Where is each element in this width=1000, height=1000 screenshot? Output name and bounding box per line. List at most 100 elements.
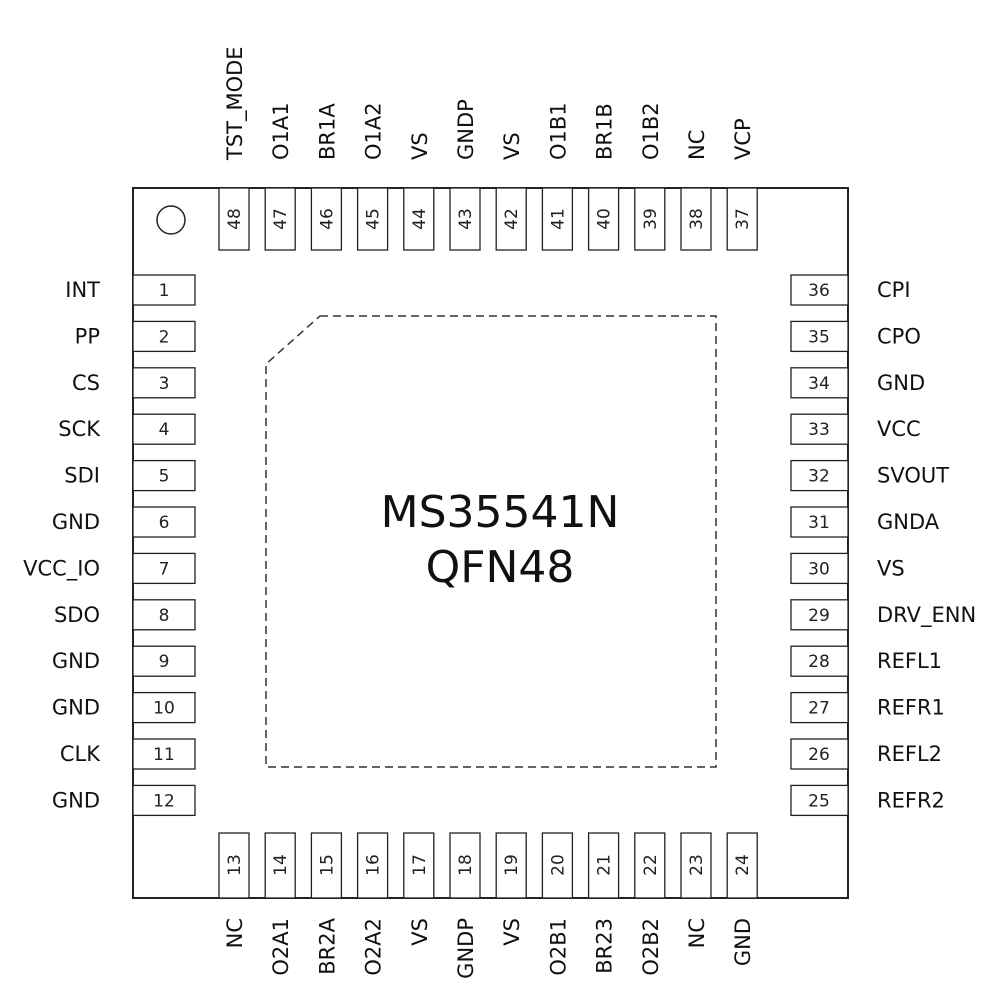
pad-5: [132, 459, 196, 492]
pin-name-1: INT: [65, 278, 100, 302]
pad-28: [790, 645, 849, 677]
pin-name-46: BR1A: [315, 103, 339, 160]
pin-name-39: O1B2: [639, 102, 663, 160]
pins-layer: 1INT2PP3CS4SCK5SDI6GND7VCC_IO8SDO9GND10G…: [23, 46, 976, 978]
pad-number-2: 2: [159, 327, 170, 347]
pad-number-23: 23: [687, 854, 707, 876]
pad-35: [790, 320, 849, 353]
pad-11: [132, 738, 196, 770]
pad-number-13: 13: [225, 854, 245, 876]
pad-number-26: 26: [808, 745, 830, 765]
pad-43: [449, 187, 481, 251]
pin-name-45: O1A2: [362, 102, 386, 160]
pad-number-8: 8: [159, 606, 170, 626]
pin-name-8: SDO: [54, 603, 100, 627]
pad-number-31: 31: [808, 513, 830, 533]
pad-40: [587, 187, 620, 251]
pin-name-24: GND: [731, 918, 755, 966]
pin-name-48: TST_MODE: [223, 46, 248, 161]
pin-name-33: VCC: [877, 417, 921, 441]
pin-name-19: VS: [500, 918, 524, 946]
pad-number-37: 37: [733, 208, 753, 230]
pin-name-44: VS: [408, 132, 432, 160]
pin-name-37: VCP: [731, 118, 755, 160]
pad-10: [132, 691, 196, 724]
pad-number-32: 32: [808, 467, 830, 487]
pad-46: [310, 187, 343, 251]
pad-7: [132, 552, 196, 585]
pad-number-39: 39: [641, 208, 661, 230]
pin-name-20: O2B1: [546, 918, 570, 976]
pad-number-21: 21: [595, 854, 615, 876]
pin-name-22: O2B2: [639, 918, 663, 976]
pad-number-10: 10: [153, 699, 175, 719]
pad-13: [218, 832, 250, 899]
pin-name-14: O2A1: [269, 918, 293, 976]
pad-number-17: 17: [410, 854, 430, 876]
pad-37: [726, 187, 758, 251]
pad-number-1: 1: [159, 281, 170, 301]
pad-number-28: 28: [808, 652, 830, 672]
pad-9: [132, 645, 196, 677]
pin-name-7: VCC_IO: [23, 556, 100, 581]
pad-number-41: 41: [548, 208, 568, 230]
pad-8: [132, 599, 196, 631]
pad-number-34: 34: [808, 374, 830, 394]
pad-number-5: 5: [159, 467, 170, 487]
pin-name-18: GNDP: [454, 918, 478, 979]
pin-name-42: VS: [500, 132, 524, 160]
pin-name-12: GND: [52, 788, 100, 812]
pin-name-3: CS: [72, 371, 100, 395]
pad-31: [790, 506, 849, 538]
pin-name-32: SVOUT: [877, 464, 949, 488]
pin-name-4: SCK: [58, 417, 101, 441]
pad-14: [264, 832, 296, 899]
pad-24: [726, 832, 758, 899]
pad-number-3: 3: [159, 374, 170, 394]
chip-package-name: QFN48: [426, 542, 575, 593]
pad-18: [449, 832, 481, 899]
pin-name-36: CPI: [877, 278, 911, 302]
chip-part-number: MS35541N: [381, 487, 620, 538]
pad-32: [790, 459, 849, 492]
pad-number-42: 42: [502, 208, 522, 230]
pad-23: [680, 832, 712, 899]
pad-number-48: 48: [225, 208, 245, 230]
pin-name-15: BR2A: [315, 917, 339, 974]
pad-38: [680, 187, 712, 251]
pin-name-35: CPO: [877, 324, 921, 348]
pad-30: [790, 552, 849, 585]
pad-number-14: 14: [271, 854, 291, 876]
pad-number-9: 9: [159, 652, 170, 672]
pad-number-16: 16: [364, 854, 384, 876]
pad-42: [495, 187, 527, 251]
pad-15: [310, 832, 343, 899]
pad-number-46: 46: [317, 208, 337, 230]
pad-19: [495, 832, 527, 899]
pad-47: [264, 187, 296, 251]
pin-name-16: O2A2: [362, 918, 386, 976]
pin-name-31: GNDA: [877, 510, 940, 534]
pad-number-18: 18: [456, 854, 476, 876]
pad-number-40: 40: [595, 208, 615, 230]
pin1-marker: [156, 205, 186, 235]
pad-number-38: 38: [687, 208, 707, 230]
pad-2: [132, 320, 196, 353]
pad-number-15: 15: [317, 854, 337, 876]
pin-name-11: CLK: [60, 742, 101, 766]
pad-34: [790, 367, 849, 399]
pin-name-34: GND: [877, 371, 925, 395]
pin-name-26: REFL2: [877, 742, 942, 766]
pin-name-28: REFL1: [877, 649, 942, 673]
pad-4: [132, 413, 196, 445]
pad-44: [403, 187, 435, 251]
pad-number-35: 35: [808, 327, 830, 347]
pad-number-20: 20: [548, 854, 568, 876]
pad-number-27: 27: [808, 699, 830, 719]
pad-number-19: 19: [502, 854, 522, 876]
pad-21: [587, 832, 620, 899]
pin-name-41: O1B1: [546, 102, 570, 160]
pin-name-38: NC: [685, 130, 709, 160]
pad-number-12: 12: [153, 791, 175, 811]
pad-36: [790, 274, 849, 306]
